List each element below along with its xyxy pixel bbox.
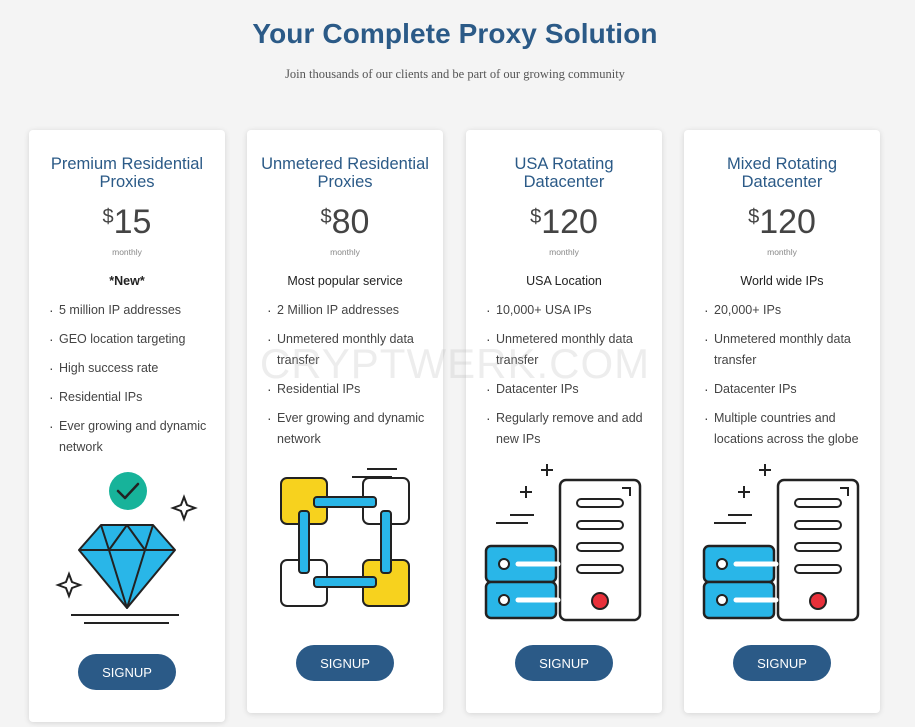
billing-period: monthly: [112, 247, 142, 257]
feature-item: Datacenter IPs: [704, 379, 872, 400]
signup-button[interactable]: SIGNUP: [733, 645, 831, 681]
feature-list: 5 million IP addresses GEO location targ…: [49, 300, 217, 466]
currency-symbol: $: [530, 206, 542, 228]
plan-price: $15: [29, 202, 225, 242]
plan-tagline: USA Location: [526, 274, 602, 288]
pricing-card-unmetered-residential: Unmetered Residential Proxies $80 monthl…: [247, 130, 443, 713]
currency-symbol: $: [320, 206, 332, 228]
signup-button[interactable]: SIGNUP: [296, 645, 394, 681]
plan-name: Unmetered Residential Proxies: [261, 155, 429, 191]
price-amount: 80: [331, 203, 370, 241]
plan-price: $120: [684, 202, 880, 242]
feature-item: High success rate: [49, 358, 217, 379]
plan-tagline: Most popular service: [287, 274, 403, 288]
feature-item: 20,000+ IPs: [704, 300, 872, 321]
server-icon: [484, 464, 642, 622]
currency-symbol: $: [748, 206, 760, 228]
feature-item: Unmetered monthly data transfer: [267, 329, 435, 371]
network-chain-icon: [280, 468, 410, 607]
plan-tagline: *New*: [109, 274, 145, 288]
price-amount: 120: [759, 203, 816, 241]
page-title: Your Complete Proxy Solution: [252, 18, 658, 49]
page-subtitle: Join thousands of our clients and be par…: [285, 67, 625, 81]
feature-item: Multiple countries and locations across …: [704, 408, 872, 450]
pricing-card-premium-residential: Premium Residential Proxies $15 monthly …: [29, 130, 225, 722]
feature-item: Datacenter IPs: [486, 379, 654, 400]
feature-item: Residential IPs: [49, 387, 217, 408]
feature-item: Unmetered monthly data transfer: [704, 329, 872, 371]
price-amount: 120: [541, 203, 598, 241]
pricing-card-usa-datacenter: USA Rotating Datacenter $120 monthly USA…: [466, 130, 662, 713]
signup-button[interactable]: SIGNUP: [78, 654, 176, 690]
feature-item: 5 million IP addresses: [49, 300, 217, 321]
plan-name: Mixed Rotating Datacenter: [726, 155, 838, 191]
feature-list: 2 Million IP addresses Unmetered monthly…: [267, 300, 435, 458]
plan-name: Premium Residential Proxies: [50, 155, 204, 191]
plan-name: USA Rotating Datacenter: [514, 155, 614, 191]
feature-list: 10,000+ USA IPs Unmetered monthly data t…: [486, 300, 654, 458]
feature-list: 20,000+ IPs Unmetered monthly data trans…: [704, 300, 872, 458]
billing-period: monthly: [549, 247, 579, 257]
feature-item: GEO location targeting: [49, 329, 217, 350]
billing-period: monthly: [330, 247, 360, 257]
feature-item: 2 Million IP addresses: [267, 300, 435, 321]
billing-period: monthly: [767, 247, 797, 257]
plan-price: $120: [466, 202, 662, 242]
plan-tagline: World wide IPs: [740, 274, 824, 288]
plan-price: $80: [247, 202, 443, 242]
pricing-card-mixed-datacenter: Mixed Rotating Datacenter $120 monthly W…: [684, 130, 880, 713]
feature-item: Unmetered monthly data transfer: [486, 329, 654, 371]
currency-symbol: $: [102, 206, 114, 228]
diamond-icon: [55, 472, 198, 624]
feature-item: Ever growing and dynamic network: [267, 408, 435, 450]
price-amount: 15: [113, 203, 152, 241]
server-icon: [702, 464, 860, 622]
feature-item: Residential IPs: [267, 379, 435, 400]
feature-item: 10,000+ USA IPs: [486, 300, 654, 321]
feature-item: Ever growing and dynamic network: [49, 416, 217, 458]
feature-item: Regularly remove and add new IPs: [486, 408, 654, 450]
signup-button[interactable]: SIGNUP: [515, 645, 613, 681]
